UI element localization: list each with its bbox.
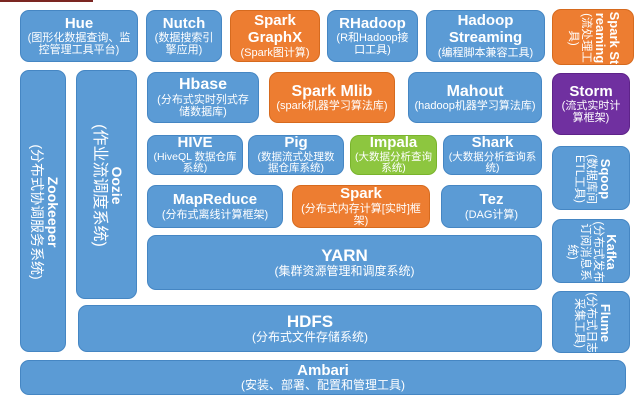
- mahout-title: Mahout: [446, 82, 504, 100]
- sqoop-subtitle: (数据库间ETL工具): [572, 154, 598, 204]
- mahout-box: Mahout (hadoop机器学习算法库): [408, 72, 542, 123]
- shark-subtitle: (大数据分析查询系统): [448, 150, 537, 175]
- flume-rotated-text: Flume (分布式日志采集工具): [553, 292, 629, 353]
- sqoop-box: Sqoop (数据库间ETL工具): [552, 146, 630, 210]
- ambari-subtitle: (安装、部署、配置和管理工具): [241, 378, 405, 393]
- zookeeper-title: Zookeeper: [44, 176, 61, 248]
- yarn-box: YARN (集群资源管理和调度系统): [147, 235, 542, 290]
- tez-subtitle: (DAG计算): [464, 208, 519, 221]
- hadoop-streaming-box: Hadoop Streaming (编程脚本兼容工具): [426, 10, 545, 62]
- spark-title: Spark: [340, 185, 382, 203]
- yarn-subtitle: (集群资源管理和调度系统): [274, 264, 415, 279]
- hdfs-title: HDFS: [286, 312, 334, 332]
- hive-subtitle: (HiveQL 数据仓库系统): [153, 150, 237, 175]
- oozie-box: Oozie (作业流调度系统): [76, 70, 137, 299]
- top-edge-artifact-line: [0, 0, 93, 2]
- spark-mlib-box: Spark Mlib (spark机器学习算法库): [269, 72, 395, 123]
- kafka-title: Kafka: [604, 234, 620, 270]
- storm-box: Storm (流式实时计算框架): [552, 73, 630, 135]
- sqoop-rotated-text: Sqoop (数据库间ETL工具): [553, 147, 629, 209]
- hive-box: HIVE (HiveQL 数据仓库系统): [147, 135, 243, 175]
- tez-title: Tez: [479, 191, 504, 209]
- hive-title: HIVE: [177, 135, 213, 152]
- rhadoop-subtitle: (R和Hadoop接口工具): [336, 32, 409, 57]
- hue-box: Hue (图形化数据查询、监控管理工具平台): [20, 10, 138, 62]
- spark-streaming-title: Spark Streaming: [592, 11, 623, 65]
- yarn-title: YARN: [321, 246, 368, 266]
- mapreduce-box: MapReduce (分布式离线计算框架): [147, 185, 283, 228]
- mapreduce-subtitle: (分布式离线计算框架): [161, 208, 269, 221]
- rhadoop-box: RHadoop (R和Hadoop接口工具): [327, 10, 418, 62]
- kafka-rotated-text: Kafka (分布式发布订阅消息系统): [553, 220, 629, 283]
- spark-graphx-title: Spark GraphX: [247, 12, 303, 46]
- shark-title: Shark: [471, 135, 514, 152]
- mapreduce-title: MapReduce: [172, 191, 258, 209]
- oozie-title: Oozie: [109, 166, 126, 205]
- hadoop-streaming-subtitle: (编程脚本兼容工具): [437, 46, 534, 59]
- storm-title: Storm: [569, 82, 613, 100]
- spark-graphx-box: Spark GraphX (Spark图计算): [230, 10, 320, 62]
- pig-subtitle: (数据流式处理数据仓库系统): [257, 150, 335, 175]
- hbase-title: Hbase: [178, 76, 228, 94]
- oozie-subtitle: (作业流调度系统): [91, 124, 109, 247]
- pig-box: Pig (数据流式处理数据仓库系统): [248, 135, 344, 175]
- zookeeper-subtitle: (分布式协调服务系统): [28, 144, 45, 280]
- storm-subtitle: (流式实时计算框架): [561, 100, 621, 125]
- impala-subtitle: (大数据分析查询系统): [355, 150, 432, 175]
- nutch-box: Nutch (数据搜索引擎应用): [146, 10, 222, 62]
- zookeeper-rotated-text: Zookeeper (分布式协调服务系统): [21, 71, 65, 351]
- kafka-subtitle: (分布式发布订阅消息系统): [566, 221, 604, 283]
- ambari-title: Ambari: [297, 361, 349, 379]
- hdfs-box: HDFS (分布式文件存储系统): [78, 305, 542, 352]
- hbase-box: Hbase (分布式实时列式存储数据库): [147, 72, 259, 123]
- hue-subtitle: (图形化数据查询、监控管理工具平台): [27, 32, 131, 57]
- hue-title: Hue: [64, 14, 94, 32]
- spark-mlib-subtitle: (spark机器学习算法库): [276, 100, 388, 113]
- spark-subtitle: (分布式内存计算[实时]框架): [301, 202, 421, 227]
- spark-mlib-title: Spark Mlib: [291, 82, 373, 100]
- impala-title: Impala: [369, 135, 418, 152]
- zookeeper-box: Zookeeper (分布式协调服务系统): [20, 70, 66, 352]
- flume-box: Flume (分布式日志采集工具): [552, 291, 630, 353]
- spark-streaming-box: Spark Streaming (流处理工具): [552, 9, 634, 65]
- tez-box: Tez (DAG计算): [441, 185, 542, 228]
- hadoop-streaming-title: Hadoop Streaming: [448, 12, 523, 46]
- nutch-title: Nutch: [162, 14, 206, 32]
- nutch-subtitle: (数据搜索引擎应用): [154, 32, 214, 57]
- shark-box: Shark (大数据分析查询系统): [443, 135, 542, 175]
- pig-title: Pig: [284, 135, 308, 152]
- hdfs-subtitle: (分布式文件存储系统): [252, 330, 368, 345]
- spark-streaming-subtitle: (流处理工具): [567, 13, 593, 63]
- impala-box: Impala (大数据分析查询系统): [350, 135, 437, 175]
- flume-title: Flume: [597, 303, 613, 343]
- sqoop-title: Sqoop: [597, 158, 613, 200]
- ambari-box: Ambari (安装、部署、配置和管理工具): [20, 360, 626, 395]
- spark-box: Spark (分布式内存计算[实时]框架): [292, 185, 430, 228]
- kafka-box: Kafka (分布式发布订阅消息系统): [552, 219, 630, 283]
- hbase-subtitle: (分布式实时列式存储数据库): [157, 94, 249, 119]
- spark-streaming-rotated-text: Spark Streaming (流处理工具): [553, 10, 633, 65]
- rhadoop-title: RHadoop: [339, 14, 406, 32]
- mahout-subtitle: (hadoop机器学习算法库): [414, 100, 536, 113]
- oozie-rotated-text: Oozie (作业流调度系统): [77, 71, 136, 298]
- flume-subtitle: (分布式日志采集工具): [572, 292, 598, 353]
- spark-graphx-subtitle: (Spark图计算): [240, 46, 310, 59]
